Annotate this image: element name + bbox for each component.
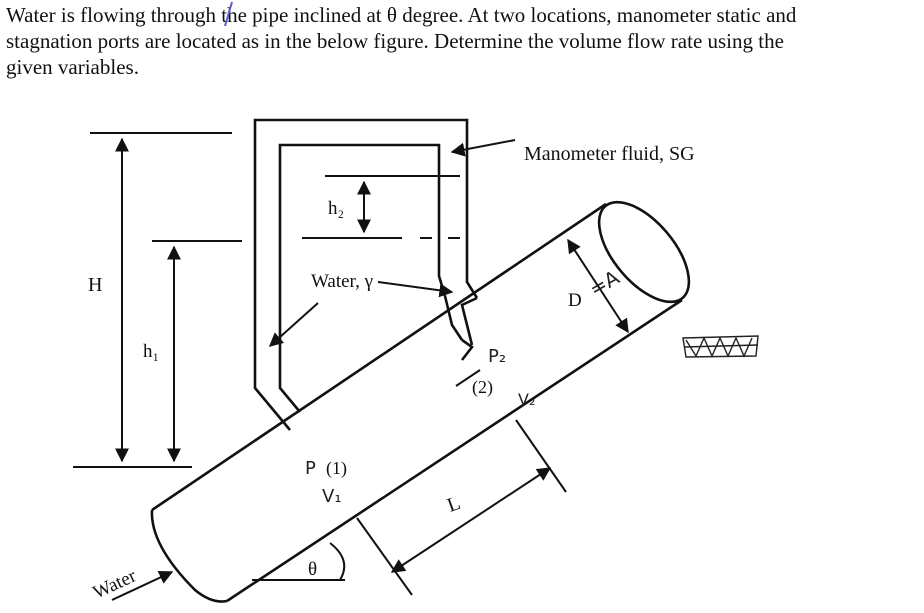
L-arrow [390,467,552,573]
height-lines [73,132,242,468]
D-arrow [567,238,629,334]
hand-P2: P₂ [488,346,506,367]
port2-mark [455,369,481,387]
label-H: H [88,274,102,296]
problem-statement: Water is flowing through the pipe inclin… [6,2,920,80]
water-inlet-arrow [111,570,174,601]
label-port1: (1) [326,458,347,479]
hand-P1: P [305,458,316,479]
problem-line-3: given variables. [6,55,139,79]
label-water-gamma: Water, γ [311,271,373,292]
hand-V2: V₂ [518,390,535,409]
problem-line-1: Water is flowing through the pipe inclin… [6,3,797,27]
water-left-leader [268,302,319,347]
label-theta: θ [308,559,317,580]
scribble-icon [682,335,759,358]
manometer-tube [253,118,479,431]
label-h2: h₂ [328,198,344,219]
pen-stroke [224,1,233,27]
theta-angle [252,542,346,581]
inclined-pipe [150,200,691,603]
label-manometer-fluid: Manometer fluid, SG [524,143,695,165]
hand-A: =A [585,265,624,301]
label-D: D [568,290,582,311]
label-h1: h₁ [143,341,159,362]
label-port2: (2) [472,377,493,398]
manometer-fluid-leader [450,139,516,157]
fluid-levels [302,175,460,239]
L-dimension [356,419,567,596]
water-gamma-leader [377,281,454,298]
problem-line-2: stagnation ports are located as in the b… [6,29,784,53]
hand-V1: V₁ [322,486,342,507]
label-L: L [444,492,463,517]
